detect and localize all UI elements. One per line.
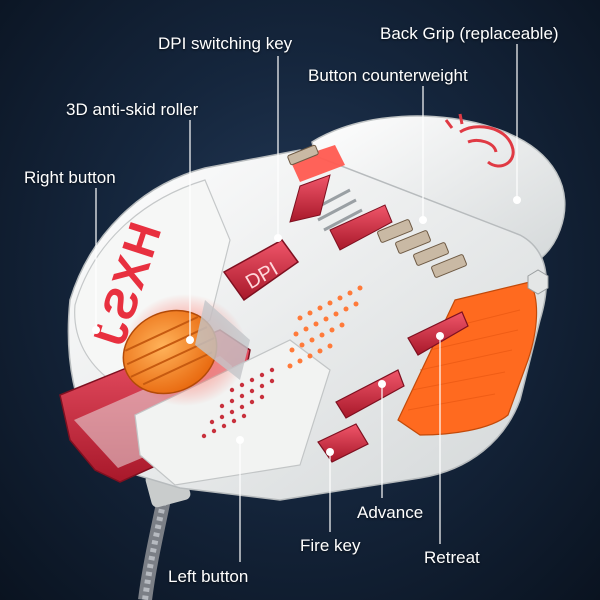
- callout-dpi-switching-key: DPI switching key: [158, 34, 293, 53]
- callout-dots: [92, 196, 521, 456]
- dragon-logo-icon: [444, 113, 515, 168]
- callout-retreat: Retreat: [424, 548, 480, 567]
- lit-vent-dots: [287, 285, 363, 369]
- callout-anti-skid-roller: 3D anti-skid roller: [66, 100, 199, 119]
- vent-dots: [201, 367, 275, 439]
- hex-screw: [527, 269, 549, 295]
- orange-side-grip: [397, 281, 538, 436]
- button-counterweight: [287, 144, 467, 278]
- callout-left-button: Left button: [168, 567, 249, 586]
- callout-button-counterweight: Button counterweight: [308, 66, 468, 85]
- callout-lines: [95, 44, 518, 562]
- callout-fire-key: Fire key: [300, 536, 361, 555]
- callout-advance: Advance: [357, 503, 424, 522]
- advance-button[interactable]: [335, 369, 405, 419]
- callout-back-grip: Back Grip (replaceable): [380, 24, 559, 43]
- callout-right-button: Right button: [24, 168, 116, 187]
- top-red-rail-left: [290, 145, 345, 182]
- anti-skid-scroll-wheel[interactable]: [110, 295, 231, 408]
- top-red-rail-right: [329, 204, 393, 251]
